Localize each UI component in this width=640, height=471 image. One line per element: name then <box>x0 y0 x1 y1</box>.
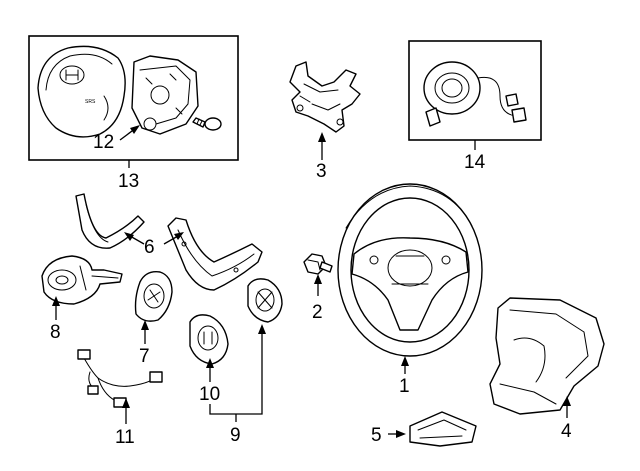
callout-6: 6 <box>144 237 155 258</box>
callout-13: 13 <box>118 171 139 192</box>
callout-5: 5 <box>371 425 382 446</box>
left-switch-illustration <box>41 255 123 305</box>
callout-4: 4 <box>561 421 572 442</box>
airbag-cover-illustration: SRS <box>37 45 126 138</box>
leader-lines <box>52 125 571 438</box>
callout-8: 8 <box>50 322 61 343</box>
steering-bolt-illustration <box>303 253 333 275</box>
clock-spring-group <box>408 40 542 141</box>
callout-labels: 1 2 3 4 5 6 7 8 9 10 11 12 13 14 <box>50 132 572 448</box>
callout-9: 9 <box>230 425 241 446</box>
callout-1: 1 <box>399 376 410 397</box>
steering-wheel-illustration <box>337 183 483 357</box>
callout-14: 14 <box>464 152 486 173</box>
airbag-kit-group: SRS <box>28 35 239 161</box>
callout-3: 3 <box>316 161 327 182</box>
callout-10: 10 <box>199 384 220 405</box>
airbag-bolt-illustration <box>192 117 222 131</box>
wire-harness-illustration <box>77 349 163 408</box>
lower-garnish-large-illustration <box>167 217 263 291</box>
callout-11: 11 <box>115 427 135 448</box>
airbag-inflator-illustration <box>131 55 199 135</box>
airbag-kit-frame <box>28 35 239 161</box>
callout-12: 12 <box>93 132 114 153</box>
lower-cover-illustration <box>409 411 477 447</box>
svg-text:SRS: SRS <box>85 99 96 105</box>
callout-2: 2 <box>312 302 323 323</box>
wheel-bracket-illustration <box>289 61 361 133</box>
small-switch-illustration <box>134 271 173 322</box>
center-switch-illustration <box>189 314 229 365</box>
lower-garnish-small-illustration <box>75 193 145 249</box>
right-switch-illustration <box>247 278 283 323</box>
column-cover-illustration <box>489 297 605 415</box>
clock-spring-illustration <box>423 61 527 127</box>
callout-7: 7 <box>139 346 150 367</box>
